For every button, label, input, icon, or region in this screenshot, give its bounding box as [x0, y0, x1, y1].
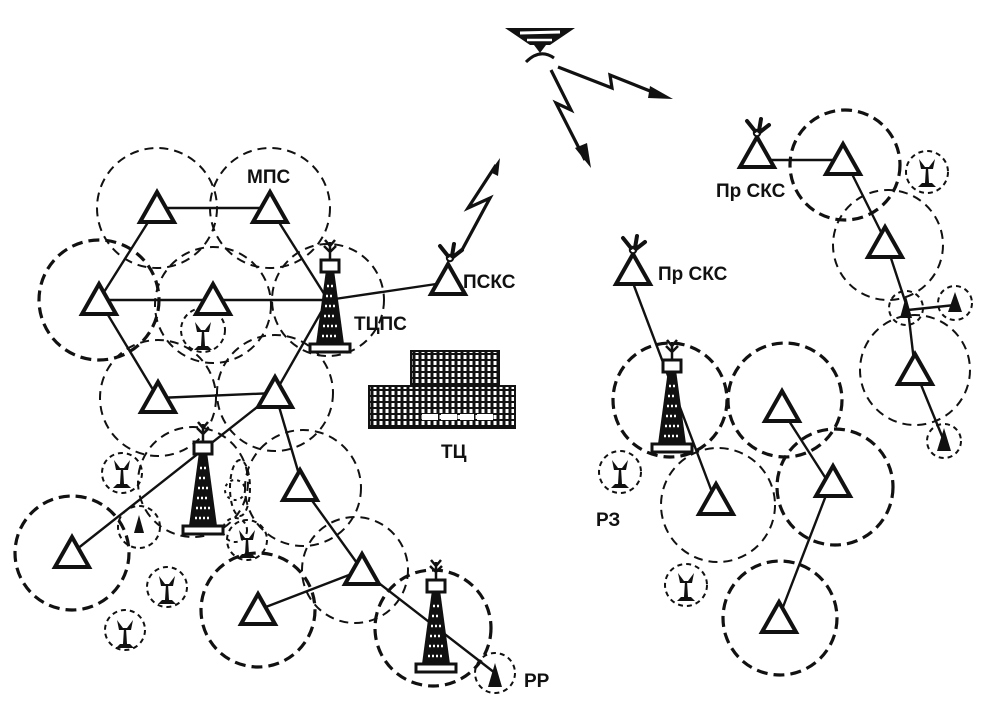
base-station-icon — [53, 535, 91, 569]
label-pscs: ПСКС — [463, 272, 516, 293]
arrow-head-icon — [490, 158, 500, 176]
base-station-icon — [763, 389, 801, 423]
mobile-station-icon — [611, 460, 629, 488]
mobile-station-icon — [488, 663, 502, 687]
tower-icon — [308, 238, 352, 354]
radio-link-icon — [460, 164, 498, 251]
pscs-station — [429, 242, 467, 296]
label-prscs-right: Пр СКС — [716, 181, 786, 202]
mobile-station-icon — [116, 620, 134, 648]
mobile-station-icon — [948, 292, 962, 312]
radio-link-icon — [549, 69, 587, 161]
prscs-station-center — [614, 234, 652, 286]
center-right-network: Пр СКС РЗ — [596, 234, 895, 677]
label-rz: РЗ — [596, 510, 620, 531]
mobile-station-icon — [677, 573, 695, 601]
label-tcps: ТЦПС — [354, 314, 407, 335]
label-prscs-center: Пр СКС — [658, 264, 728, 285]
base-station-icon — [281, 468, 319, 502]
arrow-head-icon — [575, 143, 591, 168]
arrow-head-icon — [648, 86, 673, 99]
base-station-icon — [697, 482, 735, 516]
base-station-icon — [343, 552, 381, 586]
mobile-station-icon — [134, 515, 144, 533]
base-station-icon — [866, 225, 904, 259]
right-network: Пр СКС — [716, 108, 973, 459]
mobile-station-icon — [937, 428, 951, 451]
base-station-icon — [239, 592, 277, 626]
radio-link-icon — [557, 65, 666, 99]
mobile-station-icon — [194, 322, 212, 350]
prscs-station-right — [738, 117, 776, 169]
label-tc: ТЦ — [441, 442, 467, 463]
tc-building-icon — [368, 350, 516, 429]
base-station-icon — [896, 352, 934, 386]
tower-icon — [650, 338, 694, 454]
satellite-icon — [505, 28, 575, 64]
mobile-station-icon — [900, 296, 912, 318]
left-network: МПС ПСКС ТЦПС ТЦ РР — [13, 147, 550, 694]
mobile-station-icon — [113, 460, 131, 488]
base-station-icon — [256, 375, 294, 409]
label-mps: МПС — [247, 167, 290, 188]
label-rr: РР — [524, 671, 550, 692]
base-station-icon — [760, 600, 798, 634]
mobile-station-icon — [158, 576, 176, 604]
mobile-station-icon — [918, 159, 936, 187]
